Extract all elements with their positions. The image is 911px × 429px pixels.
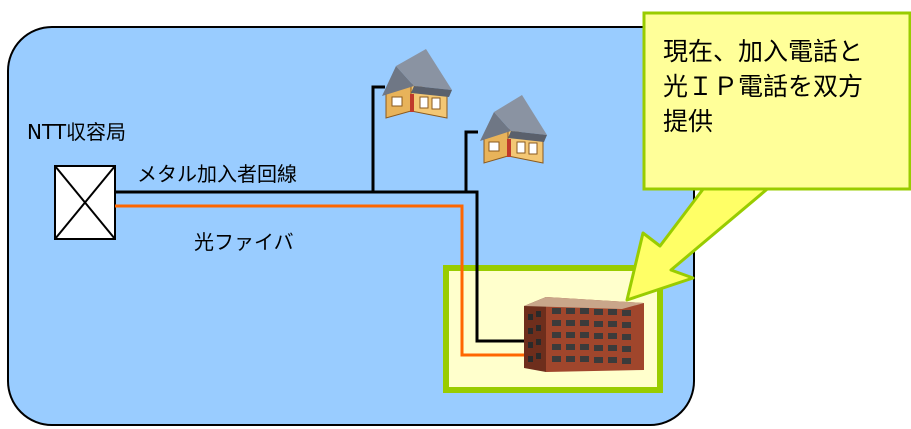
- callout-box: [642, 11, 911, 191]
- metal-line-label: メタル加入者回線: [137, 162, 297, 186]
- callout-arrow: [625, 178, 780, 302]
- house-icon: [382, 49, 452, 119]
- callout-text-line: 光ＩＰ電話を双方: [663, 72, 863, 101]
- apartment-building-icon: [524, 297, 644, 372]
- ntt-station-icon: [54, 165, 116, 240]
- fiber-line: [115, 204, 524, 357]
- callout-text-line: 現在、加入電話と: [663, 37, 863, 66]
- fiber-label: 光ファイバ: [194, 230, 294, 254]
- ntt-station-label: NTT収容局: [27, 120, 126, 144]
- metal-subscriber-line: [115, 85, 524, 343]
- callout-text-line: 提供: [663, 107, 713, 136]
- house-icon: [480, 95, 547, 164]
